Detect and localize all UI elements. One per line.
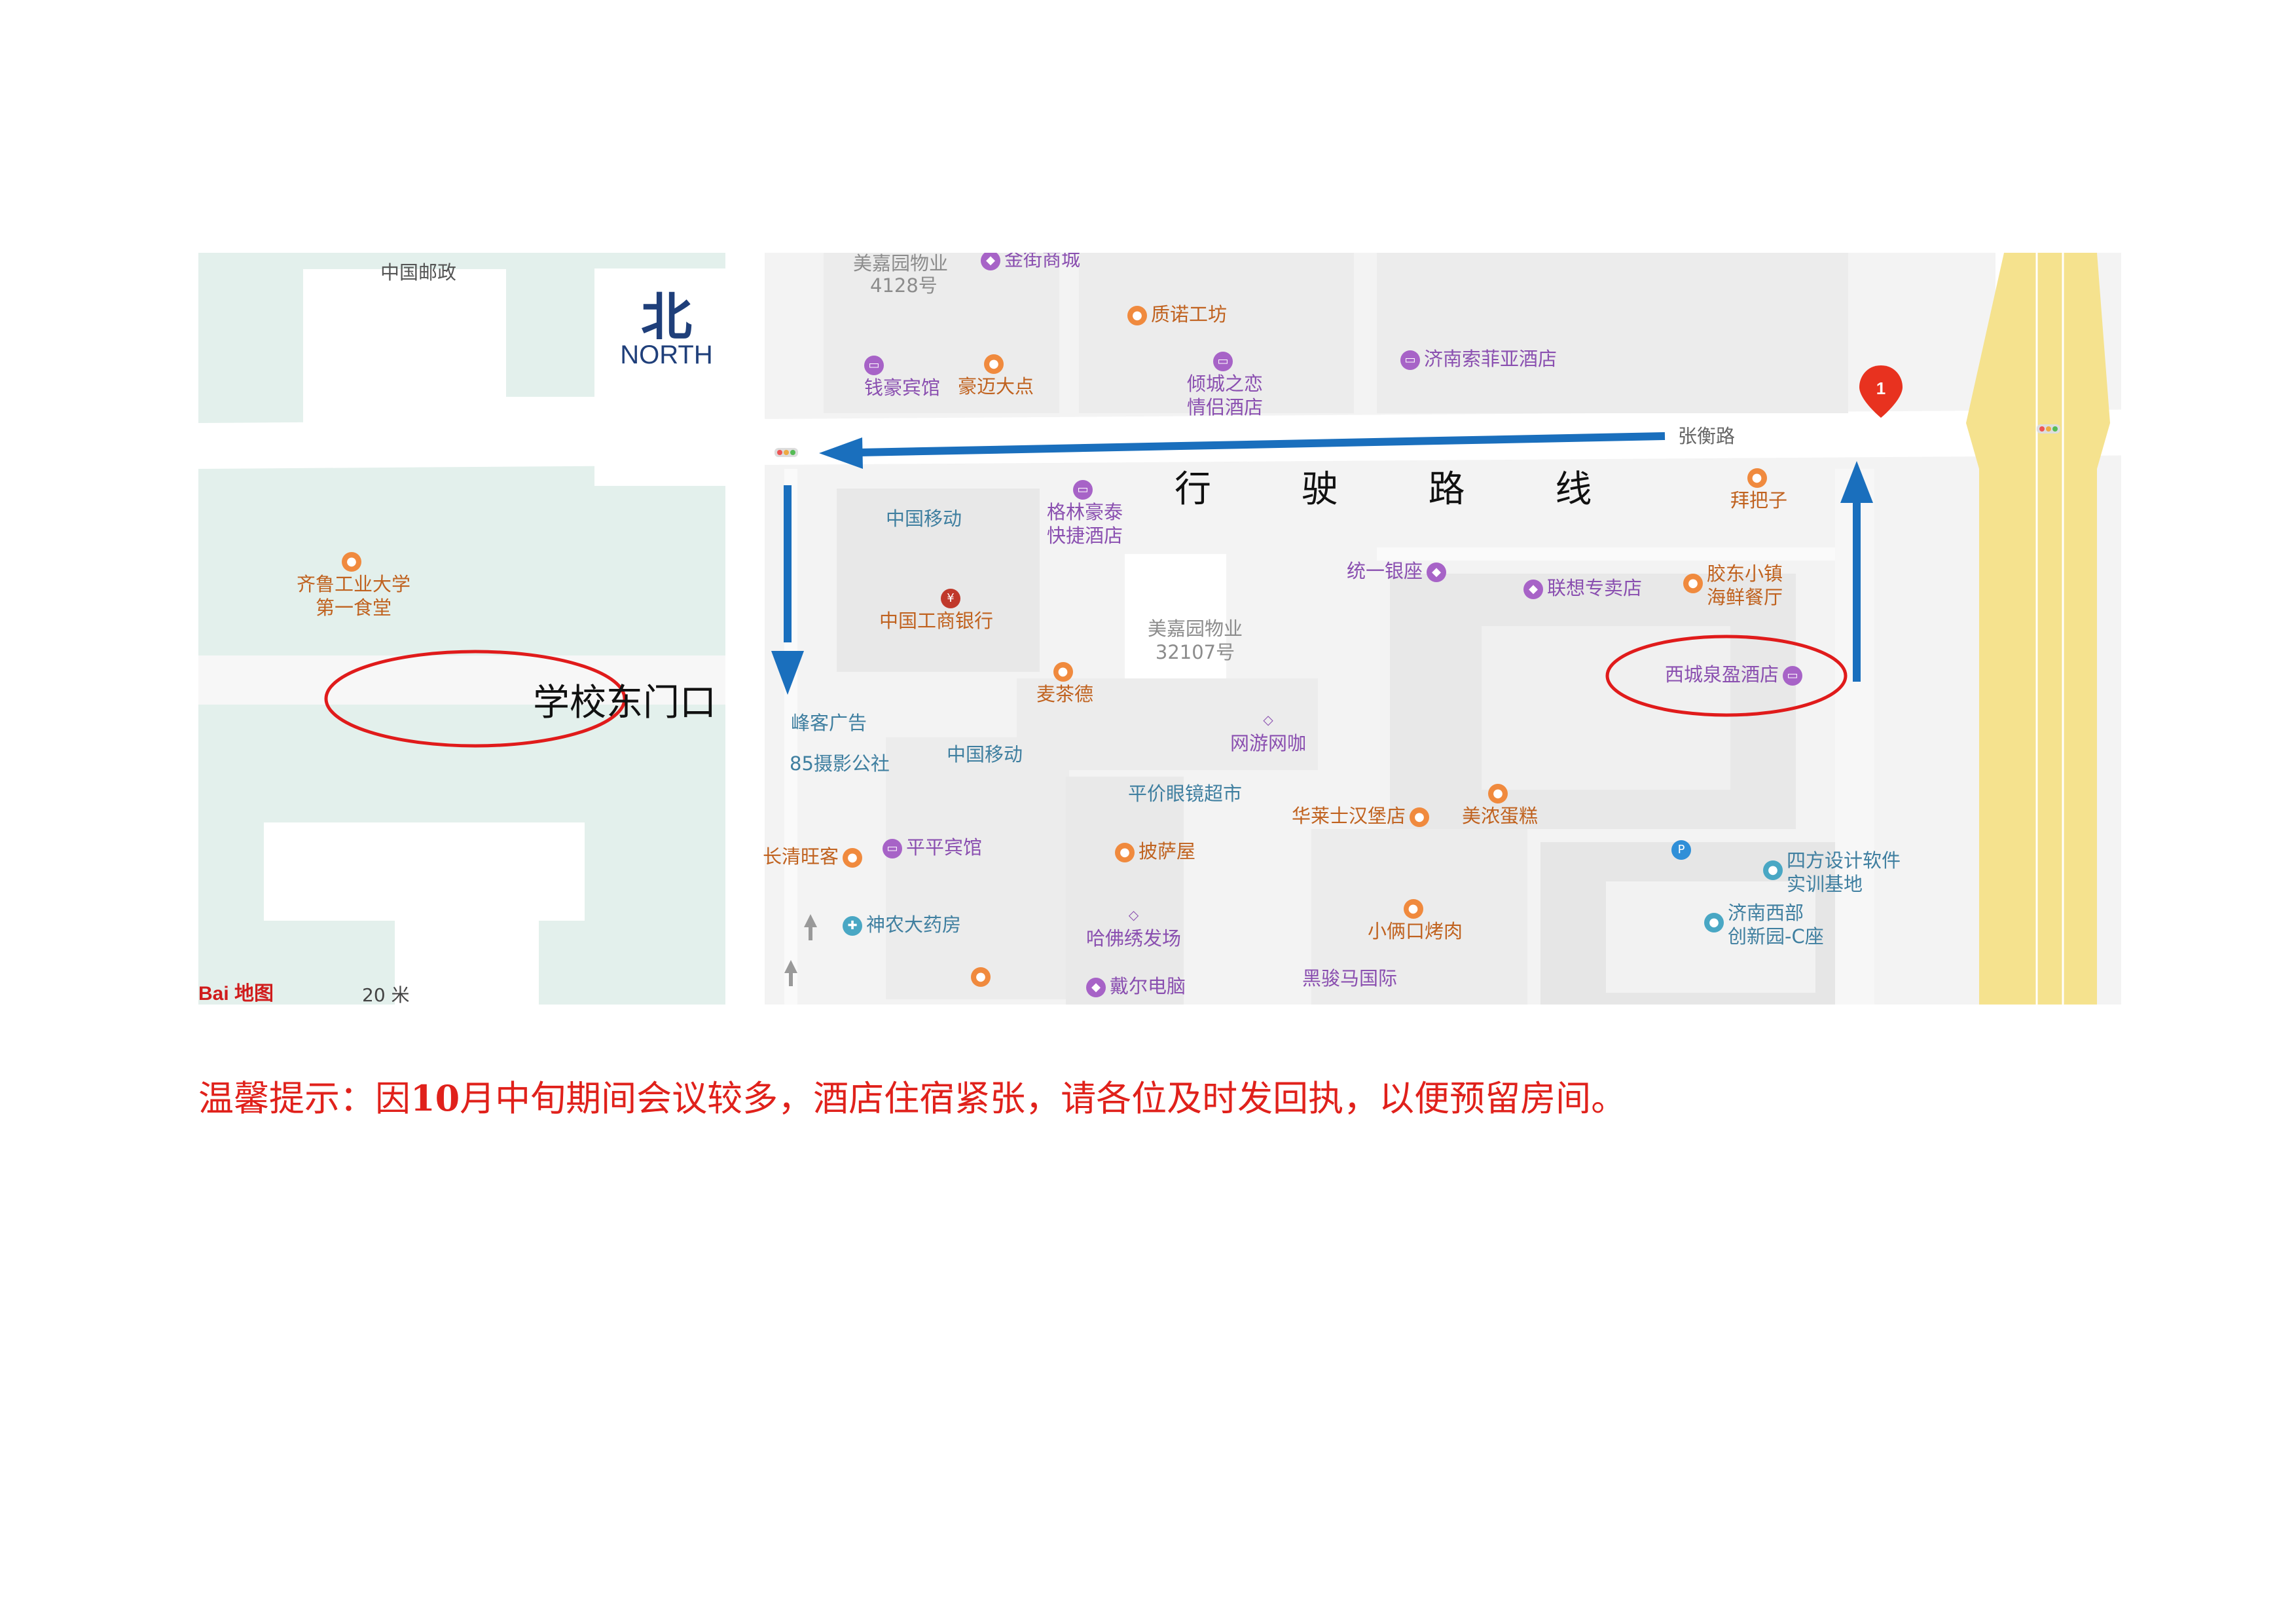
poi-cmcc-2[interactable]: 中国移动 [947, 743, 1023, 766]
poi-daier[interactable]: ◆戴尔电脑 [1086, 974, 1186, 998]
poi-sofia[interactable]: ▭济南索菲亚酒店 [1400, 347, 1557, 371]
food-icon: ● [843, 848, 863, 868]
poi-meijia-top-no: 4128号 [870, 274, 938, 297]
compass-box: 北 NORTH [594, 268, 738, 486]
north-en-label: NORTH [620, 341, 713, 369]
highway [1966, 253, 2110, 1005]
hotel-icon: ▭ [1073, 480, 1093, 500]
map-base: 1 张衡路 [198, 253, 2121, 1005]
poi-meinong[interactable]: ●美浓蛋糕 [1462, 781, 1538, 828]
parking[interactable]: P [1671, 837, 1695, 860]
poi-haomai[interactable]: ●豪迈大点 [958, 351, 1034, 398]
hotel-icon: ▭ [1400, 350, 1420, 370]
poi-china-post[interactable]: 中国邮政 [380, 261, 457, 284]
food-icon: ● [1403, 899, 1423, 919]
poi-jinjie[interactable]: ◆金街商城 [981, 253, 1080, 271]
poi-heijunma[interactable]: 黑骏马国际 [1302, 967, 1398, 989]
food-icon: ● [1488, 784, 1508, 803]
poi-pingjia[interactable]: 平价眼镜超市 [1128, 783, 1243, 805]
bank-icon: ¥ [941, 589, 960, 608]
dot-icon: ◇ [1128, 907, 1139, 923]
notice-text: 温馨提示：因10月中旬期间会议较多，酒店住宿紧张，请各位及时发回执，以便预留房间… [198, 1069, 1626, 1121]
shop-icon: ◆ [1427, 563, 1447, 582]
hotel-icon: ▭ [864, 356, 884, 375]
food-icon: ● [1683, 574, 1703, 593]
poi-meijia-top[interactable]: 美嘉园物业 [853, 253, 949, 274]
route-arrow-north [1840, 461, 1873, 682]
school-gate-label: 学校东门口 [533, 682, 716, 724]
poi-food-bottom[interactable]: ● [971, 964, 994, 987]
poi-pisa[interactable]: ●披萨屋 [1115, 840, 1195, 863]
north-zh-label: 北 [640, 288, 692, 347]
poi-qilu[interactable]: ●齐鲁工业大学第一食堂 [297, 549, 410, 619]
poi-pingping[interactable]: ▭平平宾馆 [883, 836, 982, 859]
poi-fengke[interactable]: 峰客广告 [791, 712, 867, 734]
poi-hualaishi[interactable]: 华莱士汉堡店● [1292, 804, 1430, 828]
shop-icon: ◆ [981, 253, 1000, 270]
poi-lenovo[interactable]: ◆联想专卖店 [1523, 576, 1642, 600]
poi-cmcc-1[interactable]: 中国移动 [886, 507, 962, 530]
parking-icon: P [1671, 840, 1691, 860]
food-icon: ● [342, 552, 361, 572]
poi-85[interactable]: 85摄影公社 [790, 752, 890, 775]
poi-tongyi[interactable]: 统一银座◆ [1347, 559, 1447, 583]
notice-prefix: 温馨提示：因 [198, 1078, 410, 1119]
hotel-highlight [1605, 635, 1848, 717]
shop-icon: ◆ [1086, 978, 1106, 997]
baidu-map-logo: Bai 地图 [198, 983, 274, 1005]
poi-hafo[interactable]: ◇哈佛绣发场 [1086, 907, 1182, 950]
poi-qianhao[interactable]: ▭钱豪宾馆 [864, 352, 940, 399]
poi-jiaodong[interactable]: ●胶东小镇海鲜餐厅 [1683, 562, 1783, 609]
hotel-icon: ▭ [1213, 352, 1233, 371]
poi-jinan-xibu[interactable]: ●济南西部创新园-C座 [1704, 901, 1824, 948]
food-icon: ● [971, 967, 991, 987]
poi-qingcheng[interactable]: ▭倾城之恋情侣酒店 [1187, 348, 1263, 419]
service-icon: ● [1704, 913, 1724, 932]
food-icon: ● [1053, 662, 1073, 682]
food-icon: ● [1747, 468, 1767, 488]
notice-suffix: 月中旬期间会议较多，酒店住宿紧张，请各位及时发回执，以便预留房间。 [460, 1078, 1627, 1119]
poi-changqing[interactable]: 长清旺客● [763, 845, 863, 868]
hotel-icon: ▭ [883, 839, 902, 858]
map-area[interactable]: 1 张衡路 北 NORTH [198, 253, 2121, 1005]
marker-number: 1 [1876, 378, 1886, 398]
poi-xiaoliangkou[interactable]: ●小俩口烤肉 [1368, 896, 1463, 943]
route-arrow-south [771, 485, 804, 695]
route-arrow-west [819, 432, 1666, 469]
pharmacy-icon: ✚ [843, 916, 862, 936]
poi-gelin[interactable]: ▭格林豪泰快捷酒店 [1047, 477, 1123, 547]
poi-zhinuo[interactable]: ●质诺工坊 [1127, 303, 1227, 326]
poi-maichade[interactable]: ●麦茶德 [1036, 659, 1093, 706]
food-icon: ● [1127, 306, 1147, 325]
food-icon: ● [1410, 807, 1430, 827]
route-label: 行 驶 路 线 [1175, 468, 1631, 511]
poi-wangyou[interactable]: ◇网游网咖 [1230, 712, 1307, 754]
poi-sifang[interactable]: ●四方设计软件实训基地 [1763, 849, 1901, 896]
poi-baibazi[interactable]: ●拜把子 [1730, 465, 1787, 512]
food-icon: ● [1115, 843, 1135, 862]
road-label: 张衡路 [1678, 425, 1735, 447]
shop-icon: ◆ [1523, 580, 1543, 599]
poi-icbc[interactable]: ¥中国工商银行 [879, 585, 993, 633]
scale-bar: 20 米 [362, 984, 410, 1005]
dot-icon: ◇ [1263, 712, 1273, 728]
hotel-icon: ▭ [1783, 666, 1803, 686]
notice-month: 10 [410, 1077, 460, 1119]
poi-xicheng-hotel[interactable]: 西城泉盈酒店▭ [1665, 663, 1803, 686]
location-marker-icon[interactable] [1859, 365, 1903, 418]
school-gate-highlight [324, 650, 627, 748]
food-icon: ● [984, 354, 1004, 374]
service-icon: ● [1763, 860, 1783, 880]
poi-shennong[interactable]: ✚神农大药房 [843, 913, 961, 936]
